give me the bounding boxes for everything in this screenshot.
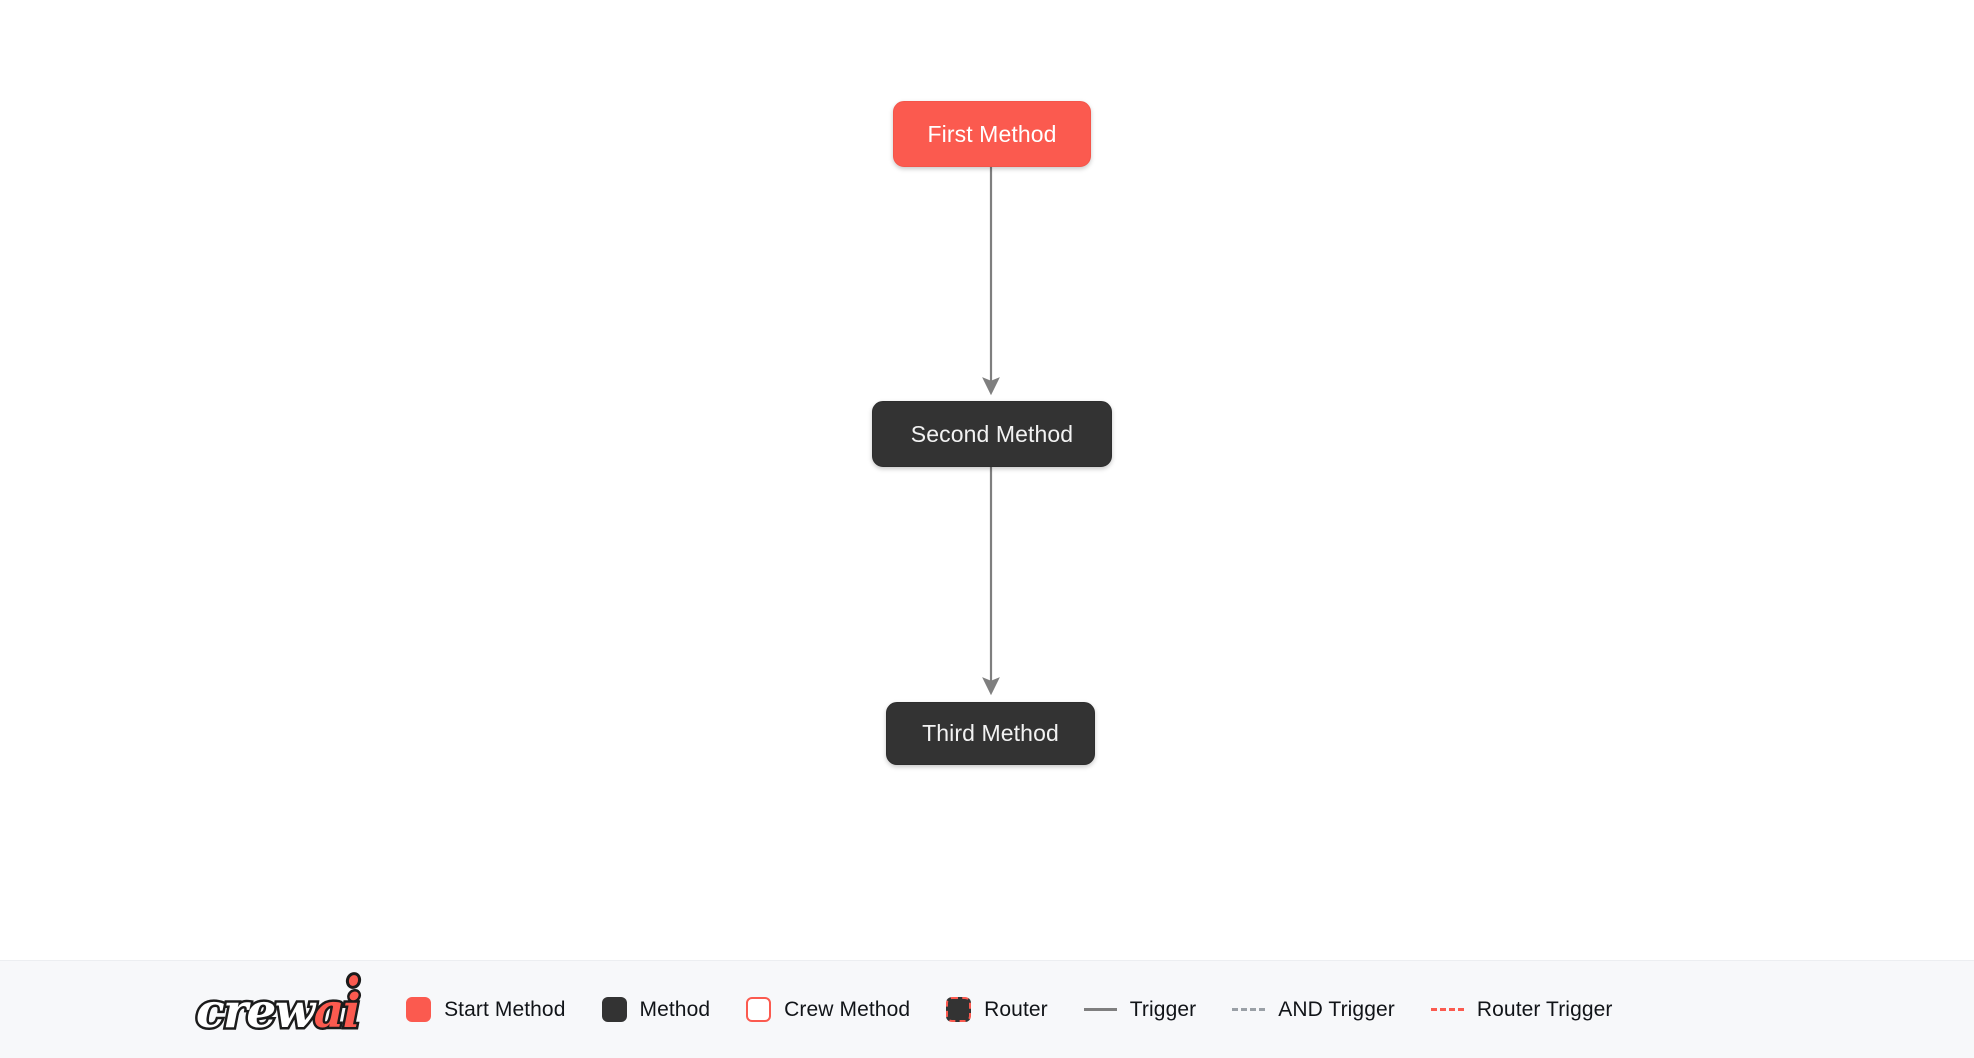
legend-bar: crewai Start Method Method Crew Method Rout… [0, 960, 1974, 1058]
legend-line-and-trigger-icon [1232, 1008, 1266, 1011]
legend-item-router: Router [946, 997, 1048, 1022]
flow-node-label: First Method [927, 120, 1057, 147]
logo-text-crew: crew [194, 984, 318, 1039]
legend-label-start-method: Start Method [444, 998, 566, 1021]
legend-swatch-start-method-icon [406, 997, 432, 1022]
legend-item-method: Method [601, 997, 711, 1022]
legend-label-and-trigger: AND Trigger [1278, 998, 1395, 1021]
flow-node-first-method[interactable]: First Method [893, 101, 1091, 167]
legend-label-method: Method [639, 998, 711, 1021]
crewai-logo[interactable]: crewai [194, 970, 364, 1038]
legend-label-trigger: Trigger [1129, 998, 1197, 1021]
legend-item-list: Start Method Method Crew Method Router Trigg… [406, 997, 1974, 1022]
legend-label-crew-method: Crew Method [784, 998, 911, 1021]
legend-swatch-crew-method-icon [746, 997, 772, 1022]
flow-node-third-method[interactable]: Third Method [886, 702, 1095, 765]
flow-node-label: Third Method [922, 720, 1059, 746]
legend-swatch-method-icon [601, 997, 627, 1022]
legend-label-router: Router [984, 998, 1048, 1021]
logo-text-ai: ai [311, 984, 363, 1039]
legend-line-router-trigger-icon [1430, 1008, 1464, 1011]
legend-item-and-trigger: AND Trigger [1232, 999, 1395, 1020]
legend-item-start-method: Start Method [406, 997, 565, 1022]
legend-item-crew-method: Crew Method [746, 997, 910, 1022]
legend-swatch-router-icon [946, 997, 972, 1022]
flow-node-second-method[interactable]: Second Method [872, 401, 1112, 467]
flow-node-label: Second Method [910, 420, 1074, 447]
legend-line-trigger-icon [1083, 1008, 1117, 1011]
legend-label-router-trigger: Router Trigger [1476, 998, 1613, 1021]
legend-item-router-trigger: Router Trigger [1430, 998, 1613, 1021]
legend-item-trigger: Trigger [1083, 998, 1197, 1021]
